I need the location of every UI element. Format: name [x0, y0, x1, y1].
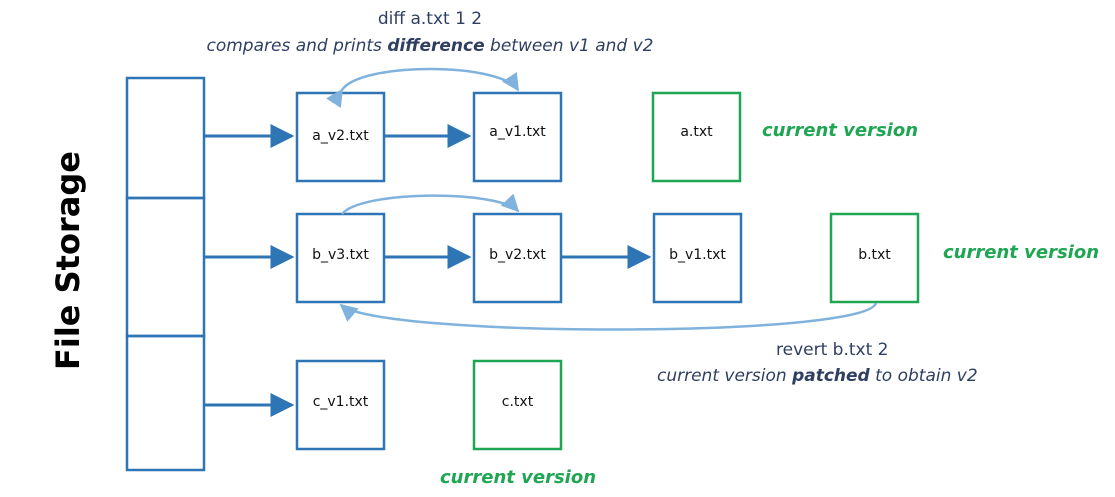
arrow-b-v3-to-b-v2-top — [341, 193, 520, 215]
file-label-b-current: b.txt — [858, 247, 891, 263]
file-box-b-current — [829, 212, 920, 304]
file-label-c-v1: c_v1.txt — [312, 394, 369, 410]
diff-description: compares and prints difference between v… — [206, 36, 654, 56]
file-box-b-v1 — [652, 212, 743, 304]
arrow-diff-a — [326, 67, 520, 108]
current-version-label-c: current version — [440, 467, 597, 488]
current-version-label-b: current version — [943, 242, 1100, 263]
file-box-b-v3 — [295, 212, 386, 304]
diff-command: diff a.txt 1 2 — [377, 9, 483, 29]
file-storage-title: File Storage — [49, 151, 87, 370]
storage-slot-a — [125, 76, 206, 200]
revert-command: revert b.txt 2 — [776, 340, 889, 360]
arrow-revert-b — [339, 302, 878, 331]
file-box-a-current — [651, 91, 742, 183]
file-label-a-v1: a_v1.txt — [489, 124, 546, 140]
storage-slot-b — [125, 196, 206, 338]
file-box-c-v1 — [295, 359, 386, 451]
storage-slot-c — [125, 334, 206, 472]
current-version-label-a: current version — [762, 120, 919, 141]
file-label-b-v1: b_v1.txt — [669, 247, 726, 263]
file-label-b-v3: b_v3.txt — [312, 247, 369, 263]
revert-description: current version patched to obtain v2 — [657, 366, 978, 386]
storage-column — [125, 76, 206, 472]
file-label-b-v2: b_v2.txt — [489, 247, 546, 263]
file-label-c-current: c.txt — [501, 394, 534, 410]
file-label-a-current: a.txt — [680, 124, 713, 140]
file-label-a-v2: a_v2.txt — [312, 128, 369, 144]
file-box-b-v2 — [472, 212, 563, 304]
file-box-c-current — [472, 359, 563, 451]
